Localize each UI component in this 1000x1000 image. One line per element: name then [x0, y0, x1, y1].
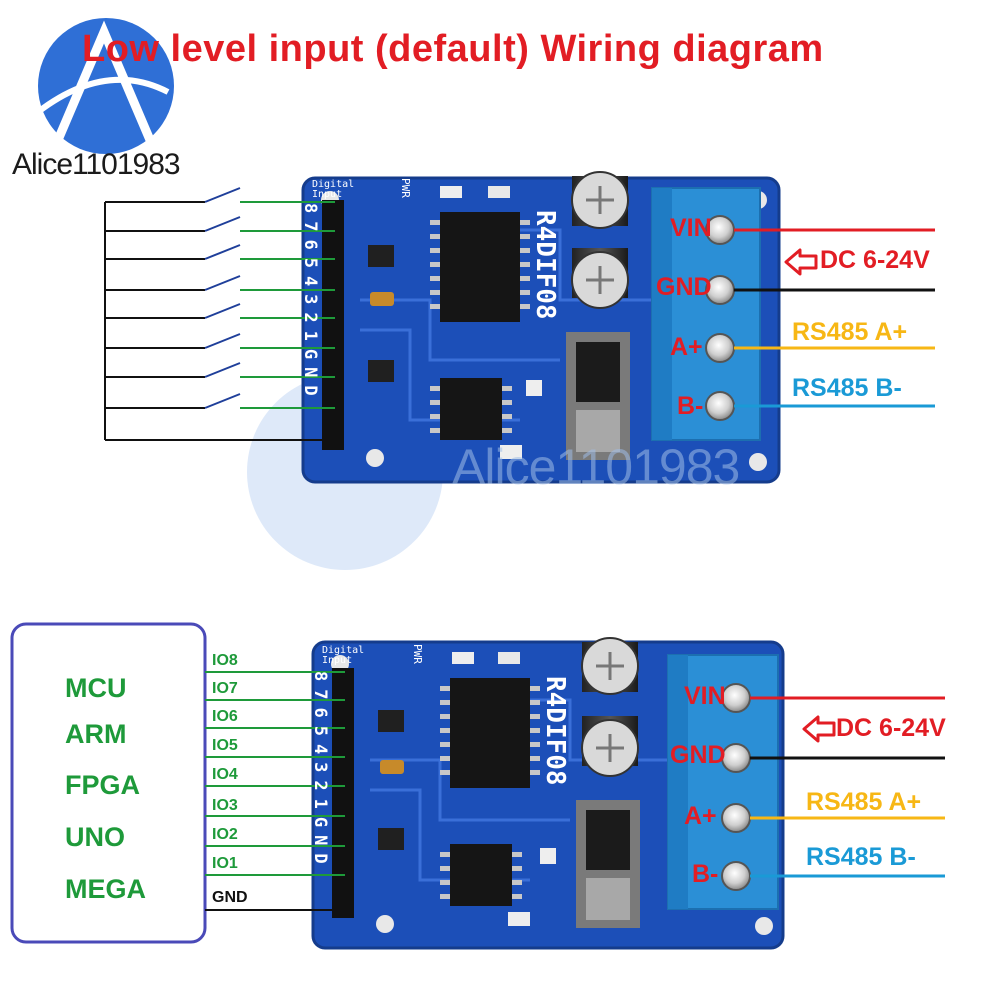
switch-lever-icon: [204, 275, 241, 291]
pwr-label-top: PWR: [399, 178, 412, 198]
ic-chip-icon: [440, 844, 522, 906]
switch-lever-icon: [204, 333, 241, 349]
power-label-top: DC 6-24V: [820, 246, 930, 274]
io-label-5: IO5: [212, 737, 238, 754]
page-title: Low level input (default) Wiring diagram: [82, 28, 824, 70]
terminal-vin-bottom: VIN: [684, 682, 726, 710]
switch-lever-icon: [204, 187, 241, 203]
ic-chip-icon: [430, 378, 512, 440]
board-name-top: R4DIF08: [530, 210, 560, 320]
io-label-4: IO4: [212, 766, 238, 783]
mcu-box: [10, 622, 207, 944]
terminal-vin-top: VIN: [670, 214, 712, 242]
terminal-a-bottom: A+: [684, 802, 717, 830]
switch-lever-icon: [204, 303, 241, 319]
controller-fpga: FPGA: [65, 770, 141, 800]
switch-lever-icon: [204, 244, 241, 260]
power-label-bottom: DC 6-24V: [836, 714, 946, 742]
brand-name: Alice1101983: [12, 148, 181, 181]
pin-labels-top: 87654321GND: [300, 203, 320, 404]
io-label-2: IO2: [212, 826, 238, 843]
electrolytic-capacitor-icon: [571, 248, 629, 309]
bottom-power-wires: [750, 696, 945, 878]
io-wiring: [205, 671, 345, 876]
io-label-7: IO7: [212, 680, 238, 697]
rs485-a-label-bottom: RS485 A+: [806, 788, 922, 816]
io-label-8: IO8: [212, 652, 238, 669]
electrolytic-capacitor-icon: [581, 637, 639, 695]
switch-lever-icon: [204, 393, 241, 409]
io-label-1: IO1: [212, 855, 238, 872]
electrolytic-capacitor-icon: [581, 716, 639, 777]
rs485-a-label-top: RS485 A+: [792, 318, 908, 346]
rs485-b-label-bottom: RS485 B-: [806, 843, 916, 871]
terminal-a-top: A+: [670, 333, 703, 361]
switch-wiring: [104, 187, 335, 441]
controller-mcu: MCU: [65, 673, 127, 703]
board-bottom: [311, 637, 785, 950]
controller-arm: ARM: [65, 719, 127, 749]
board-top: [301, 171, 781, 484]
rs485-b-label-top: RS485 B-: [792, 374, 902, 402]
controller-uno: UNO: [65, 822, 125, 852]
top-power-wires: [734, 228, 935, 408]
io-label-6: IO6: [212, 708, 238, 725]
digital-input-label-top: Digital Input: [312, 179, 355, 200]
terminal-b-bottom: B-: [692, 860, 719, 888]
pin-labels-bottom: 87654321GND: [310, 671, 330, 872]
io-label-3: IO3: [212, 797, 238, 814]
arrow-left-outline-icon: [784, 248, 818, 276]
pwr-label-bottom: PWR: [411, 644, 424, 664]
controller-mega: MEGA: [65, 874, 146, 904]
terminal-gnd-bottom: GND: [670, 741, 726, 769]
electrolytic-capacitor-icon: [571, 171, 629, 229]
switch-lever-icon: [204, 362, 241, 378]
switch-lever-icon: [204, 216, 241, 232]
board-name-bottom: R4DIF08: [540, 676, 570, 786]
watermark-text: Alice1101983: [452, 439, 740, 495]
terminal-b-top: B-: [677, 392, 704, 420]
brand-logo-icon: [36, 18, 174, 154]
io-gnd-label: GND: [212, 889, 248, 906]
digital-input-label-bottom: Digital Input: [322, 645, 365, 666]
ic-chip-icon: [430, 212, 530, 322]
arrow-left-outline-icon: [802, 715, 836, 743]
terminal-gnd-top: GND: [656, 273, 712, 301]
ic-chip-icon: [440, 678, 540, 788]
